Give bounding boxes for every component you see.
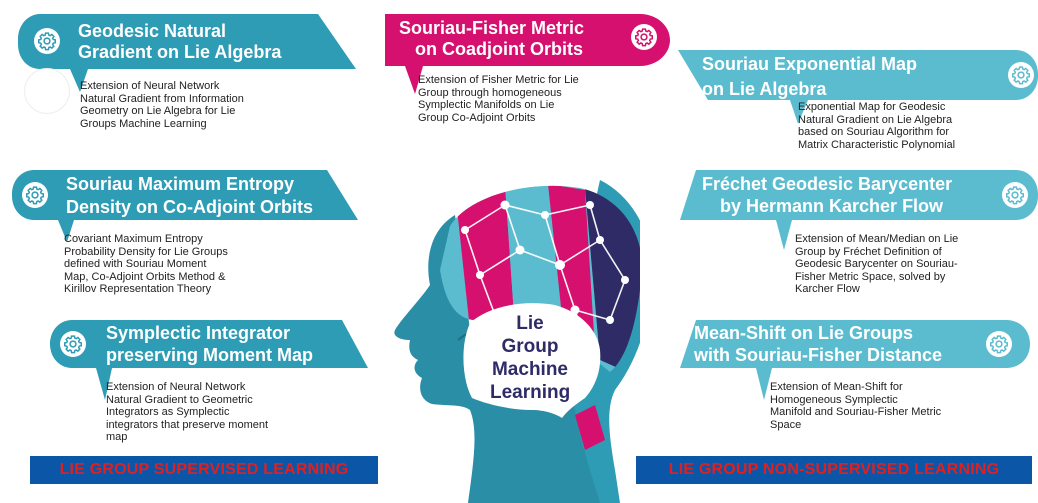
desc-max-entropy: Covariant Maximum Entropy Probability De… [64,233,228,295]
desc-frechet: Extension of Mean/Median on Lie Group by… [795,233,959,295]
head-illustration [394,180,640,503]
footer-supervised: LIE GROUP SUPERVISED LEARNING [30,456,378,484]
network-nodes [461,200,629,359]
center-line-4: Learning [490,382,571,403]
banner-mean-shift-line2: with Souriau-Fisher Distance [694,345,943,365]
desc-mean-shift: Extension of Mean-Shift for Homogeneous … [770,381,942,431]
banner-frechet-line2: by Hermann Karcher Flow [720,196,944,216]
banner-frechet: Fréchet Geodesic Barycenter by Hermann K… [680,170,1038,250]
banner-symplectic: Symplectic Integrator preserving Moment … [50,320,370,400]
banner-max-entropy: Souriau Maximum Entropy Density on Co-Ad… [12,170,360,242]
gear-icon [22,182,48,208]
banner-shape [18,14,356,92]
banner-shape [50,320,368,400]
gear-icon [1002,182,1028,208]
banner-max-entropy-line1: Souriau Maximum Entropy [66,174,295,194]
desc-exponential: Exponential Map for Geodesic Natural Gra… [798,101,956,151]
brain-band-magenta [455,185,515,330]
desc-souriau-fisher: Extension of Fisher Metric for Lie Group… [418,74,579,124]
gear-icon [34,28,60,54]
gear-icon [1008,62,1034,88]
banner-souriau-fisher-line2: on Coadjoint Orbits [415,39,583,59]
footer-non-supervised: LIE GROUP NON-SUPERVISED LEARNING [636,456,1032,484]
gear-icon [60,331,86,357]
banner-frechet-line1: Fréchet Geodesic Barycenter [702,174,953,194]
banner-shape [680,320,1030,400]
desc-geodesic: Extension of Neural Network Natural Grad… [80,80,244,130]
banner-mean-shift-line1: Mean-Shift on Lie Groups [694,323,913,343]
brain-band-magenta-2 [548,185,595,350]
gear-icon [631,24,657,50]
banner-shape [12,170,358,242]
banner-exponential: Souriau Exponential Map on Lie Algebra [678,50,1038,124]
banner-geodesic: Geodesic Natural Gradient on Lie Algebra [18,14,358,92]
banner-shape [680,170,1038,250]
banner-geodesic-line1: Geodesic Natural [78,21,227,41]
center-line-1: Lie [516,313,544,334]
gear-icon [986,331,1012,357]
banner-exponential-line1: Souriau Exponential Map [702,54,918,74]
banner-souriau-fisher-line1: Souriau-Fisher Metric [399,18,585,38]
banner-symplectic-line1: Symplectic Integrator [106,323,291,343]
banner-mean-shift: Mean-Shift on Lie Groups with Souriau-Fi… [680,320,1030,400]
banner-max-entropy-line2: Density on Co-Adjoint Orbits [66,197,313,217]
desc-symplectic: Extension of Neural Network Natural Grad… [106,381,269,443]
decorative-circle [24,68,70,114]
banner-shape [678,50,1038,124]
center-line-3: Machine [491,359,569,380]
network-graph [464,204,626,356]
banner-geodesic-line2: Gradient on Lie Algebra [78,42,282,62]
banner-exponential-line2: on Lie Algebra [702,79,827,99]
center-line-2: Group [501,336,559,357]
banner-symplectic-line2: preserving Moment Map [106,345,314,365]
inner-space [463,303,601,418]
banner-shape [385,14,670,94]
banner-souriau-fisher: Souriau-Fisher Metric on Coadjoint Orbit… [385,14,670,94]
center-label: Lie Group Machine Learning [490,312,570,404]
